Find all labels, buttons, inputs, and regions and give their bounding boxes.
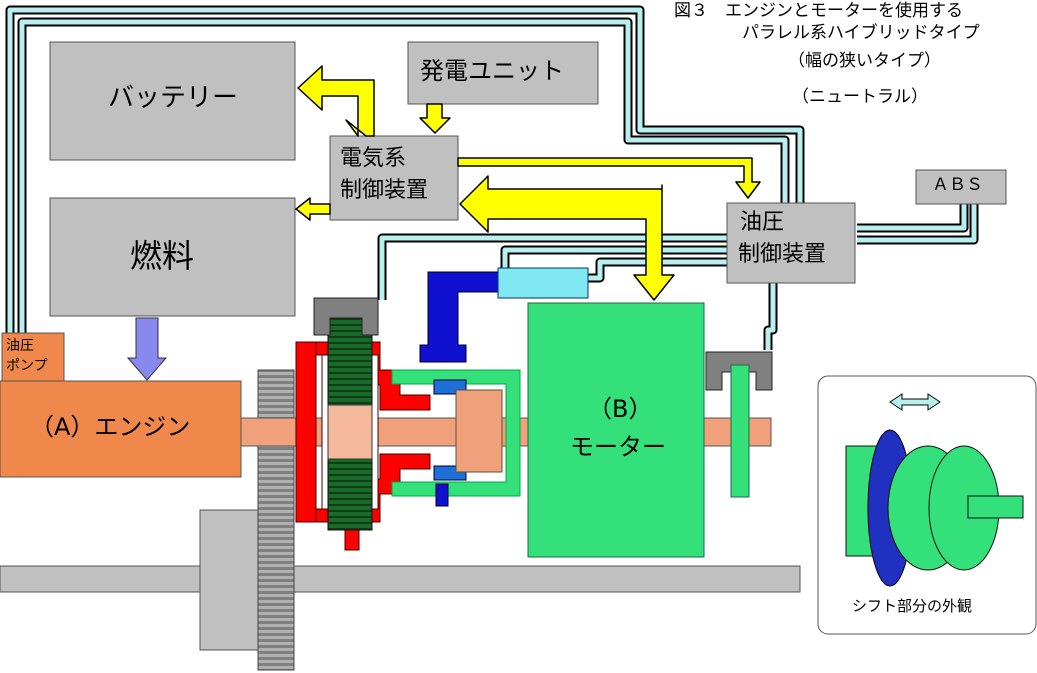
- shift-inset: [817, 375, 1037, 635]
- motor-label-line2: モーター: [570, 433, 666, 461]
- generator-label: 発電ユニット: [420, 57, 564, 85]
- battery-label: バッテリー: [108, 83, 239, 113]
- abs-block: [915, 169, 1007, 205]
- electric-control-label-line2: 制御装置: [340, 178, 429, 203]
- drive-axle: [0, 565, 801, 593]
- output-gear: [257, 369, 295, 671]
- oil-pump-label-line2: ポンプ: [6, 358, 48, 374]
- figure-title-line2: パラレル系ハイブリッドタイプ: [742, 23, 980, 43]
- fuel-feed-arrow: [126, 317, 168, 381]
- electric-control-label-line1: 電気系: [340, 146, 407, 171]
- generator-block: [407, 41, 599, 105]
- brake-caliper-left: [313, 297, 379, 336]
- power-flow-arrows: [295, 65, 761, 301]
- hydraulic-control-label-line2: 制御装置: [738, 242, 827, 267]
- electric-control-block: [329, 135, 459, 221]
- fuel-label: 燃料: [130, 237, 195, 275]
- oil-pump-label-line1: 油圧: [6, 338, 34, 354]
- figure-title-line4: （ニュートラル）: [792, 87, 928, 107]
- motor-block: [527, 302, 705, 558]
- brake-disc-right: [730, 364, 750, 498]
- fuel-block: [49, 197, 296, 317]
- engine-label: （A）エンジン: [30, 413, 191, 441]
- hydraulic-control-block: [726, 202, 856, 284]
- inset-caption: シフト部分の外観: [852, 597, 973, 615]
- oil-pump-block: [1, 332, 65, 382]
- motor-label-line1: （B）: [588, 395, 653, 423]
- battery-block: [49, 41, 296, 161]
- hydraulic-pipes: [5, 5, 979, 350]
- figure-title-line3: （幅の狭いタイプ）: [788, 51, 941, 71]
- engine-block: [0, 380, 242, 478]
- figure-title-line1: 図３ エンジンとモーターを使用する: [674, 1, 963, 21]
- abs-label: ＡＢＳ: [932, 175, 983, 195]
- hydraulic-control-label-line1: 油圧: [740, 210, 785, 235]
